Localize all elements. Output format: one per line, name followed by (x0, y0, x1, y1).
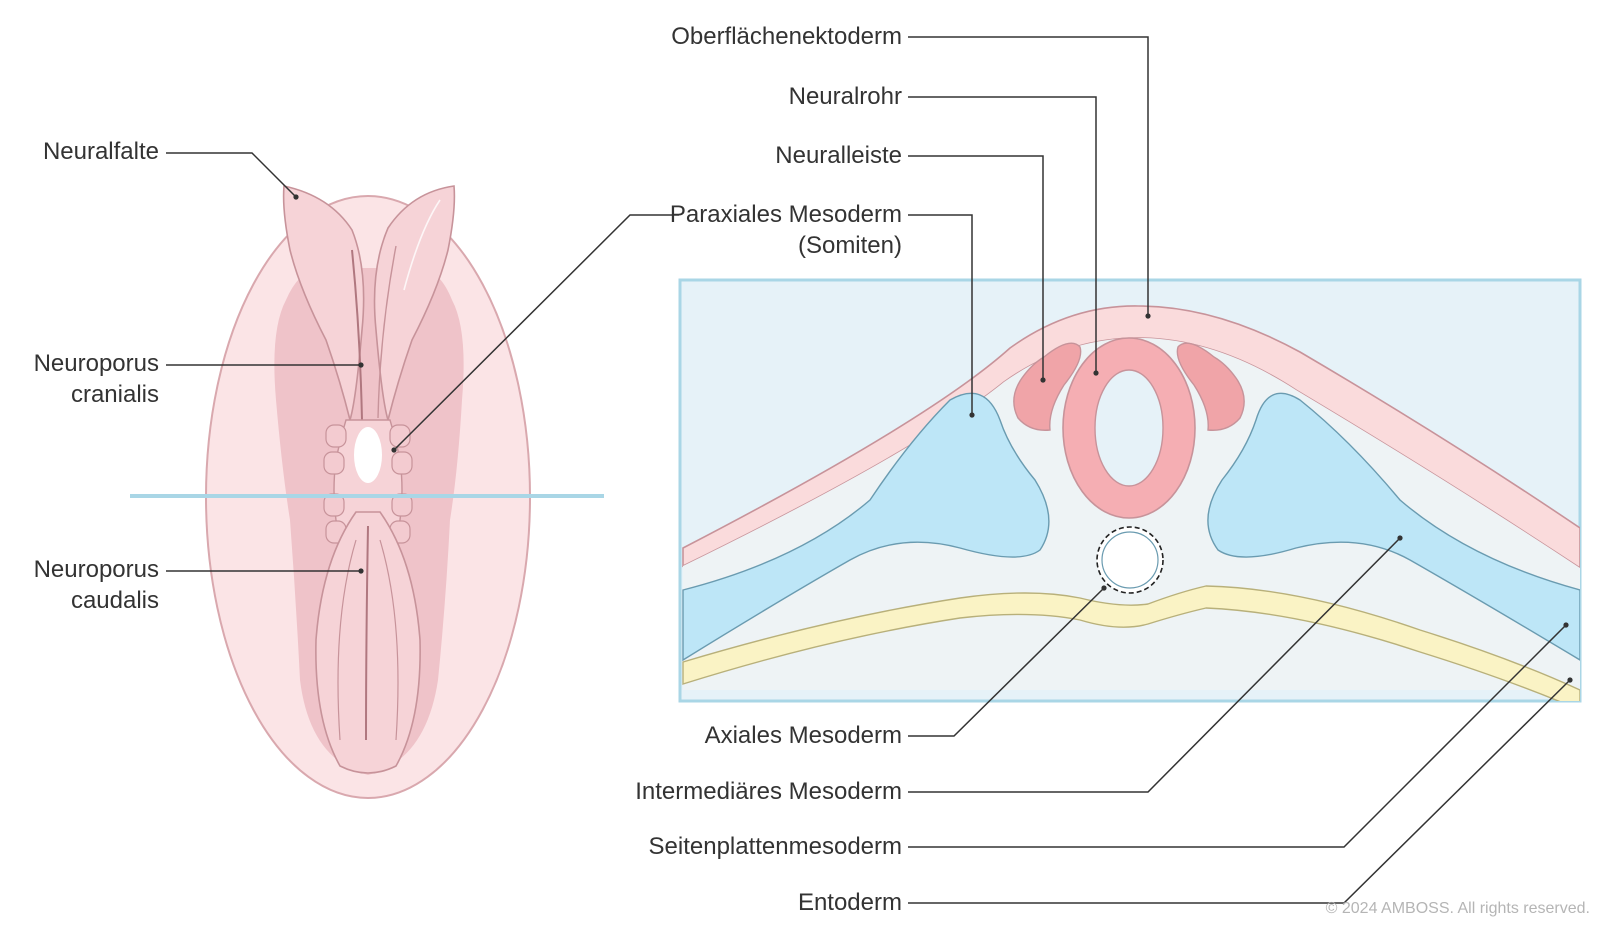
caudal-fold-line (379, 539, 399, 741)
seitenplatten-dot (1563, 622, 1569, 628)
neuroporus-caudalis-dot (358, 568, 364, 574)
entoderm-layer (682, 585, 1580, 701)
caudal-fold-line (337, 539, 357, 741)
label-neuroporus-cranialis: Neuroporus cranialis (34, 348, 159, 410)
neural-fold-caudal (315, 511, 421, 774)
label-axiales-mesoderm: Axiales Mesoderm (704, 722, 902, 749)
neuroporus-cranialis-dot (358, 362, 364, 368)
leaders-left (166, 152, 679, 572)
entoderm-dot (1567, 677, 1573, 683)
label-seitenplattenmesoderm: Seitenplattenmesoderm (648, 833, 902, 860)
label-paraxiales-mesoderm: Paraxiales Mesoderm (Somiten) (670, 199, 902, 261)
neural-tube-lumen (1094, 369, 1164, 487)
neuralleiste-dot (1040, 377, 1046, 383)
paraxial-mesoderm-right (1207, 392, 1580, 661)
label-intermediaeres-mesoderm: Intermediäres Mesoderm (635, 778, 902, 805)
neural-crest-right (1176, 342, 1245, 431)
label-neuralrohr: Neuralrohr (788, 83, 902, 110)
label-line: (Somiten) (797, 232, 902, 259)
label-entoderm: Entoderm (797, 889, 902, 916)
neural-groove-caudal (365, 525, 369, 741)
label-line: Paraxiales Mesoderm (669, 201, 902, 228)
label-line: cranialis (70, 381, 159, 408)
embryo-dorsal-view (130, 185, 604, 799)
leaders-right (908, 36, 1571, 904)
label-line: caudalis (70, 587, 159, 614)
label-line: Neuroporus (33, 350, 159, 377)
paraxial-left-dot (391, 447, 397, 453)
paraxial-right-dot (969, 412, 975, 418)
intermediaeres-mesoderm-dot (1397, 535, 1403, 541)
closed-tube-lumen (354, 427, 382, 483)
oberflaechenektoderm-dot (1145, 313, 1151, 319)
label-oberflaechenektoderm: Oberflächenektoderm (671, 23, 902, 50)
fold-inner-line (403, 199, 441, 291)
fold-inner-line (377, 245, 397, 419)
paraxial-mesoderm-left (682, 392, 1050, 662)
neuralfalte-dot (293, 194, 299, 200)
copyright-notice: © 2024 AMBOSS. All rights reserved. (1325, 900, 1590, 917)
label-line: Neuroporus (33, 556, 159, 583)
somites-left (323, 424, 347, 544)
neural-groove-cranial (351, 249, 363, 421)
label-neuroporus-caudalis: Neuroporus caudalis (34, 554, 159, 616)
label-neuralleiste: Neuralleiste (775, 142, 902, 169)
axiales-mesoderm-dot (1101, 585, 1107, 591)
label-neuralfalte: Neuralfalte (42, 138, 159, 165)
neural-crest-left (1013, 342, 1082, 431)
neuralrohr-dot (1093, 370, 1099, 376)
cross-section (678, 278, 1582, 703)
notochord-inner (1101, 531, 1159, 589)
